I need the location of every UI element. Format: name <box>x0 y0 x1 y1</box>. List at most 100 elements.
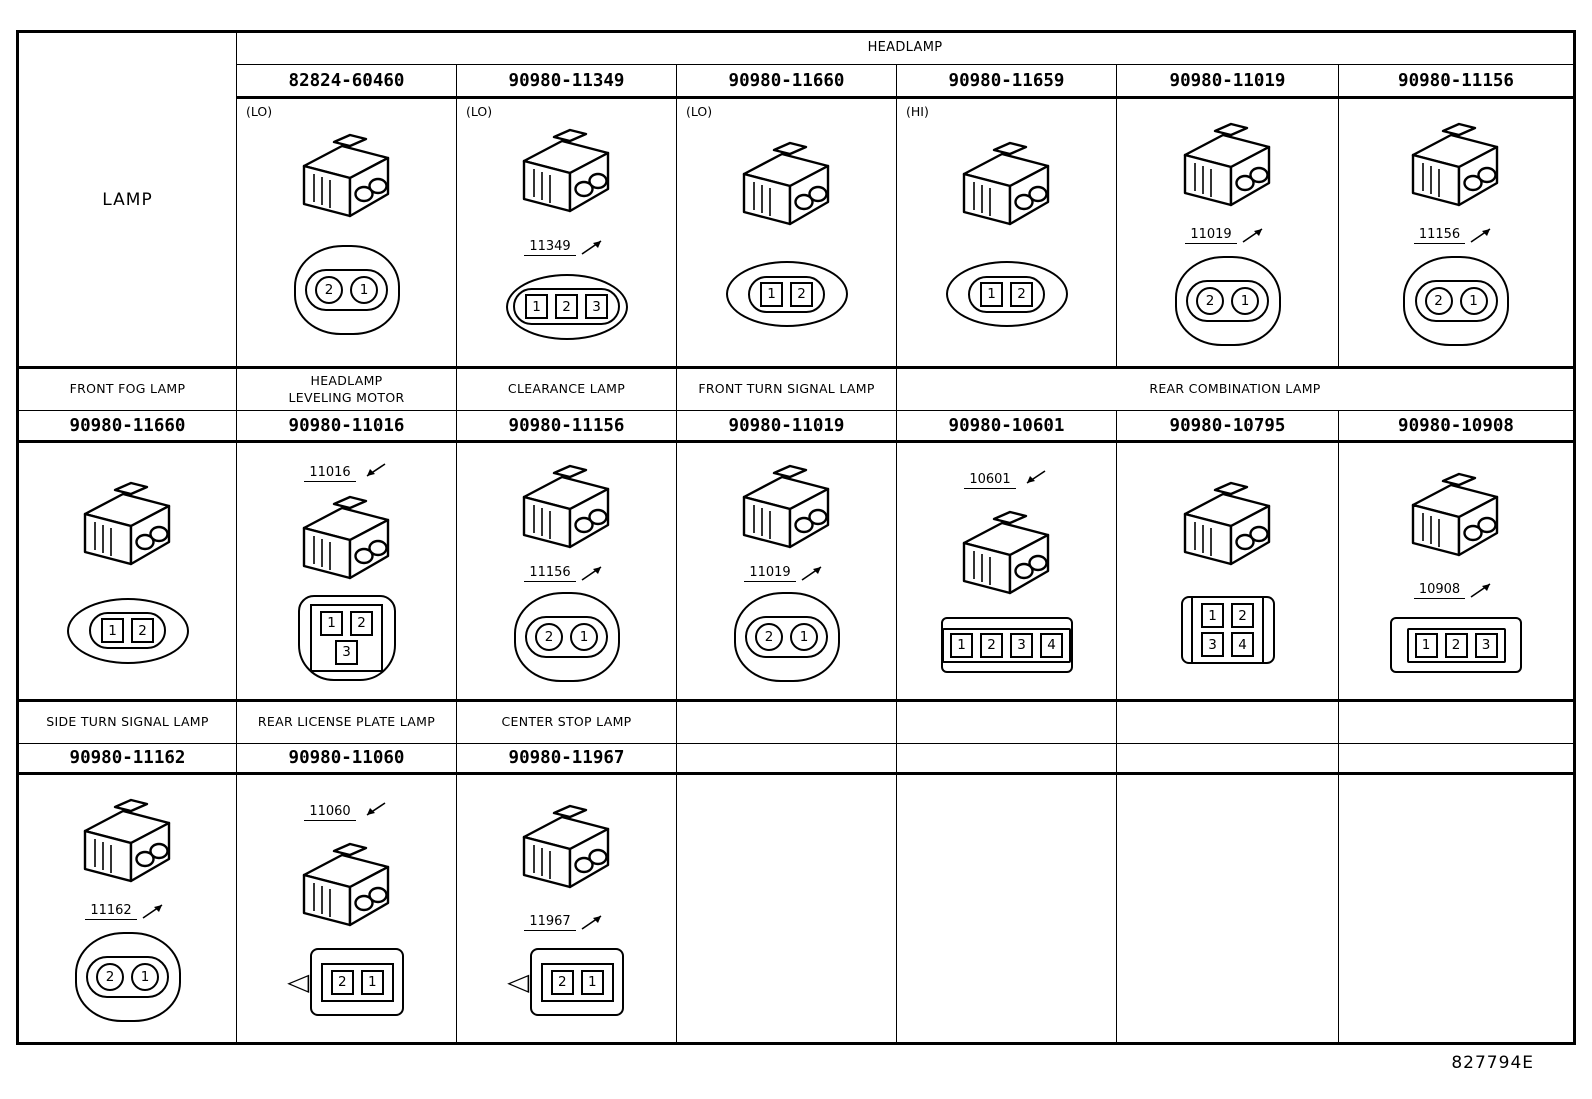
pin-1: 1 <box>320 610 343 636</box>
callout-number: 11162 <box>85 903 137 920</box>
pin-3: 3 <box>1010 632 1033 658</box>
part-number-cell: 90980-11019 <box>1117 65 1339 99</box>
pin-1: 1 <box>980 281 1003 307</box>
pin-2: 2 <box>550 969 574 995</box>
mount-clip-icon: ◁ <box>506 968 530 997</box>
part-number-cell: 90980-11660 <box>677 65 897 99</box>
pin-2: 2 <box>131 618 154 644</box>
pin-1: 1 <box>580 969 604 995</box>
pin-2: 2 <box>790 281 813 307</box>
category-label-cell: REAR COMBINATION LAMP <box>897 369 1573 411</box>
pin-2: 2 <box>555 294 578 320</box>
category-label-cell: HEADLAMP LEVELING MOTOR <box>237 369 457 411</box>
part-callout: 11967 <box>524 911 608 931</box>
pin-2: 2 <box>96 962 124 991</box>
connector-3d-drawing <box>1169 119 1287 211</box>
mount-clip-icon: ◁ <box>286 968 310 997</box>
pin-2: 2 <box>330 969 354 995</box>
empty-cell <box>677 702 897 744</box>
connector-3d-drawing <box>948 507 1066 599</box>
empty-cell <box>677 775 897 1042</box>
connector-3d-drawing <box>288 130 406 222</box>
part-callout: 11016 <box>304 462 388 482</box>
callout-arrow-icon <box>142 903 163 919</box>
pin-2: 2 <box>980 632 1003 658</box>
callout-number: 10908 <box>1413 582 1466 599</box>
pin-4: 4 <box>1231 632 1254 658</box>
callout-number: 11156 <box>1413 227 1466 244</box>
connector-3d-drawing <box>508 801 626 893</box>
callout-arrow-icon <box>366 802 386 816</box>
callout-arrow-icon <box>581 239 602 255</box>
pin-2: 2 <box>1196 286 1224 315</box>
category-label-cell: FRONT TURN SIGNAL LAMP <box>677 369 897 411</box>
part-callout: 11019 <box>1185 224 1269 244</box>
connector-3d-drawing <box>948 138 1066 230</box>
empty-cell <box>1117 775 1339 1042</box>
orientation-label: (LO) <box>466 104 493 119</box>
part-number-cell: 82824-60460 <box>237 65 457 99</box>
pin-2: 2 <box>1231 603 1254 629</box>
empty-cell <box>1339 744 1573 775</box>
pin-1: 1 <box>1459 286 1488 315</box>
connector-3d-drawing <box>1169 478 1287 570</box>
callout-number: 11016 <box>304 465 356 482</box>
callout-arrow-icon <box>1242 227 1263 243</box>
orientation-label: (LO) <box>686 104 713 119</box>
pin-1: 1 <box>570 622 598 651</box>
pin-row: 3 <box>335 639 358 665</box>
pin-2: 2 <box>1010 281 1033 307</box>
pin-1: 1 <box>1231 286 1259 315</box>
callout-number: 10601 <box>964 472 1016 489</box>
pin-2: 2 <box>755 622 783 651</box>
callout-arrow-icon <box>801 566 822 581</box>
part-number-cell: 90980-11016 <box>237 411 457 443</box>
row-header-lamp: LAMP <box>19 33 237 369</box>
pin-1: 1 <box>360 969 384 995</box>
part-number-cell: 90980-11659 <box>897 65 1117 99</box>
